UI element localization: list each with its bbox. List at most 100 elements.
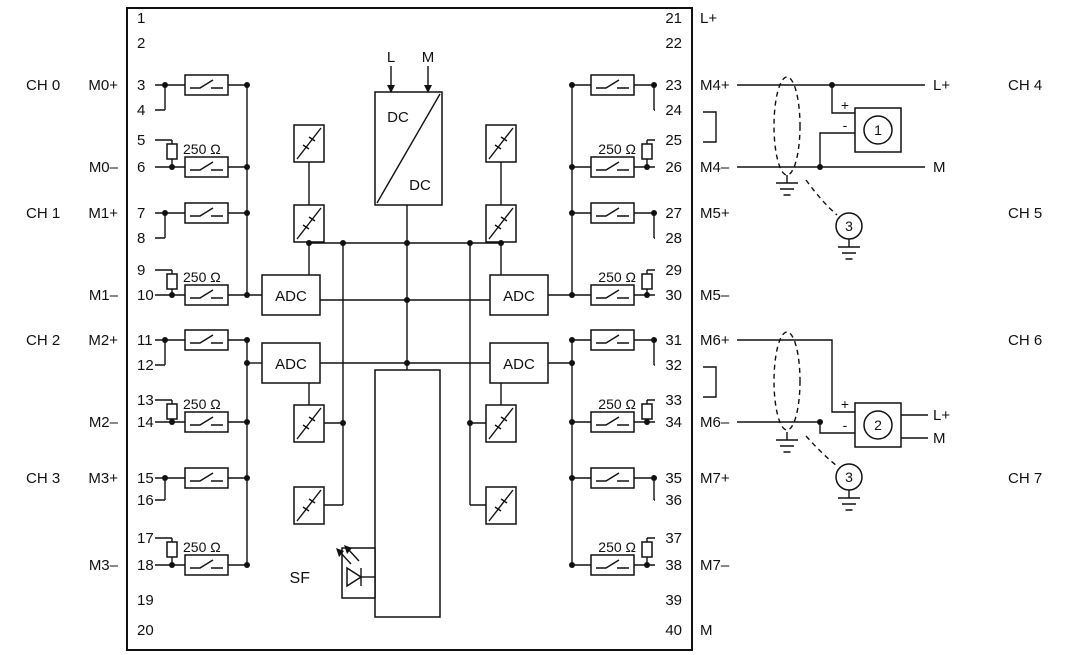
terminal-number: 23 [665, 77, 682, 94]
signal-label: M5+ [700, 205, 730, 222]
terminal-number: 9 [137, 262, 145, 279]
signal-labels-left: M0+ M0– M1+ M1– M2+ M2– M3+ M3– [88, 77, 118, 574]
adc-block [489, 342, 549, 384]
adc-block [261, 274, 321, 316]
channel-labels-right: CH 4 CH 5 CH 6 CH 7 [1008, 77, 1042, 487]
legend-number: 3 [845, 469, 853, 485]
terminal-number: 2 [137, 35, 145, 52]
supply-m-arrow-icon [424, 85, 432, 93]
terminal-number: 30 [665, 287, 682, 304]
terminal-number: 34 [665, 414, 682, 431]
resistor-labels: 250 Ω 250 Ω 250 Ω 250 Ω 250 Ω 250 Ω 250 … [183, 141, 636, 555]
sf-label: SF [290, 570, 311, 587]
module-outline [126, 7, 693, 651]
power-label: M [700, 622, 713, 639]
dcdc-bottom-label: DC [409, 177, 431, 194]
jumper-bracket [703, 366, 717, 398]
terminal-number: 5 [137, 132, 145, 149]
adc-blocks: ADC ADC ADC ADC [261, 274, 549, 384]
terminal-number: 35 [665, 470, 682, 487]
terminal-number: 19 [137, 592, 154, 609]
resistor-label: 250 Ω [598, 141, 636, 157]
cable-shield-icon [773, 331, 801, 431]
sf-led: SF [290, 545, 376, 599]
terminal-number: 26 [665, 159, 682, 176]
resistor-label: 250 Ω [598, 396, 636, 412]
terminal-number: 4 [137, 102, 145, 119]
terminal-number: 32 [665, 357, 682, 374]
terminal-number: 1 [137, 10, 145, 27]
adc-label: ADC [275, 288, 307, 305]
dcdc-top-label: DC [387, 109, 409, 126]
channel-label: CH 2 [26, 332, 60, 349]
legend-circle-1 [863, 115, 893, 145]
terminal-number: 15 [137, 470, 154, 487]
ground-icon [775, 431, 799, 453]
return-label: M [933, 430, 946, 447]
legend-circle-2 [863, 410, 893, 440]
dcdc-converter: DC DC L M [374, 49, 443, 206]
supply-m-label: M [422, 49, 435, 66]
signal-label: M3– [89, 557, 119, 574]
signal-label: M4– [700, 159, 730, 176]
terminal-number: 24 [665, 102, 682, 119]
legend-number: 3 [845, 218, 853, 234]
terminal-number: 33 [665, 392, 682, 409]
return-label: M [933, 159, 946, 176]
terminal-number: 22 [665, 35, 682, 52]
polarity-minus: - [843, 417, 848, 433]
supply-label: L+ [933, 407, 950, 424]
channel-label: CH 5 [1008, 205, 1042, 222]
legend-number: 1 [874, 122, 882, 138]
terminal-number: 31 [665, 332, 682, 349]
signal-label: M1– [89, 287, 119, 304]
terminal-number: 21 [665, 10, 682, 27]
ground-icon [837, 238, 861, 260]
terminal-number: 6 [137, 159, 145, 176]
adc-label: ADC [503, 288, 535, 305]
channel-label: CH 3 [26, 470, 60, 487]
terminal-numbers-right: 21 22 23 24 25 26 27 28 29 30 31 32 33 3… [665, 10, 682, 639]
signal-label: M3+ [88, 470, 118, 487]
channel-label: CH 1 [26, 205, 60, 222]
signal-label: M2– [89, 414, 119, 431]
resistor-label: 250 Ω [183, 396, 221, 412]
terminal-number: 25 [665, 132, 682, 149]
supply-l-label: L [387, 49, 395, 66]
signal-label: M5– [700, 287, 730, 304]
terminal-number: 18 [137, 557, 154, 574]
terminal-number: 14 [137, 414, 154, 431]
signal-label: M0– [89, 159, 119, 176]
shield-ground-link [805, 435, 838, 467]
polarity-plus: + [841, 396, 849, 412]
adc-block [489, 274, 549, 316]
external-circuit-ch4: 1 + - L+ M 3 [737, 76, 950, 260]
logic-block [374, 369, 441, 618]
terminal-number: 16 [137, 492, 154, 509]
junction-dots [162, 82, 835, 568]
resistor-label: 250 Ω [183, 539, 221, 555]
supply-l-arrow-icon [387, 85, 395, 93]
terminal-number: 36 [665, 492, 682, 509]
terminal-number: 10 [137, 287, 154, 304]
terminal-number: 11 [137, 332, 153, 349]
signal-label: M7– [700, 557, 730, 574]
channel-labels-left: CH 0 CH 1 CH 2 CH 3 [26, 77, 60, 487]
terminal-number: 38 [665, 557, 682, 574]
terminal-number: 20 [137, 622, 154, 639]
supply-label: L+ [933, 77, 950, 94]
terminal-number: 17 [137, 530, 154, 547]
terminal-number: 3 [137, 77, 145, 94]
channel-label: CH 6 [1008, 332, 1042, 349]
shield-ground-link [805, 179, 838, 216]
terminal-number: 37 [665, 530, 682, 547]
adc-label: ADC [503, 356, 535, 373]
signal-label: M0+ [88, 77, 118, 94]
channel-label: CH 0 [26, 77, 60, 94]
channel-label: CH 7 [1008, 470, 1042, 487]
signal-label: M2+ [88, 332, 118, 349]
led-icon [346, 566, 363, 588]
polarity-minus: - [843, 117, 848, 133]
terminal-number: 27 [665, 205, 682, 222]
